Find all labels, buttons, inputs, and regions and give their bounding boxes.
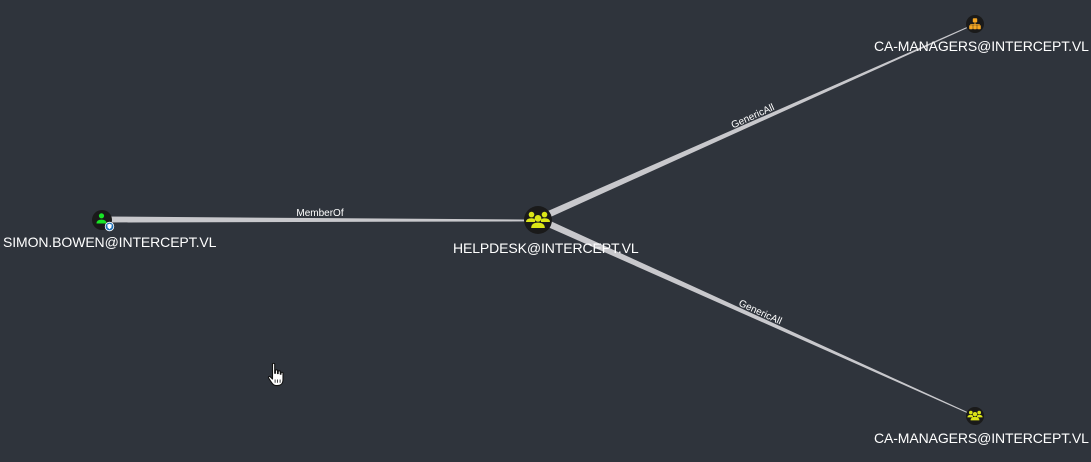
node-label-helpdesk: HELPDESK@INTERCEPT.VL bbox=[453, 240, 639, 256]
group-icon bbox=[526, 211, 550, 228]
node-ca-managers-bottom[interactable] bbox=[966, 407, 984, 425]
node-label-simon-bowen: SIMON.BOWEN@INTERCEPT.VL bbox=[3, 234, 217, 250]
node-simon-bowen[interactable] bbox=[92, 210, 115, 232]
node-helpdesk[interactable] bbox=[524, 206, 552, 234]
hand-pointer-icon bbox=[267, 362, 284, 387]
edge-memberof[interactable]: MemberOf bbox=[103, 208, 538, 223]
edge-label-memberof: MemberOf bbox=[296, 208, 343, 219]
org-chart-icon bbox=[969, 18, 981, 30]
node-label-ca-managers-bottom: CA-MANAGERS@INTERCEPT.VL bbox=[874, 430, 1089, 446]
shield-badge-icon bbox=[104, 221, 115, 232]
node-label-ca-managers-top: CA-MANAGERS@INTERCEPT.VL bbox=[874, 38, 1089, 54]
user-icon bbox=[96, 213, 107, 224]
node-ca-managers-top[interactable] bbox=[966, 15, 984, 33]
group-icon bbox=[967, 410, 983, 421]
